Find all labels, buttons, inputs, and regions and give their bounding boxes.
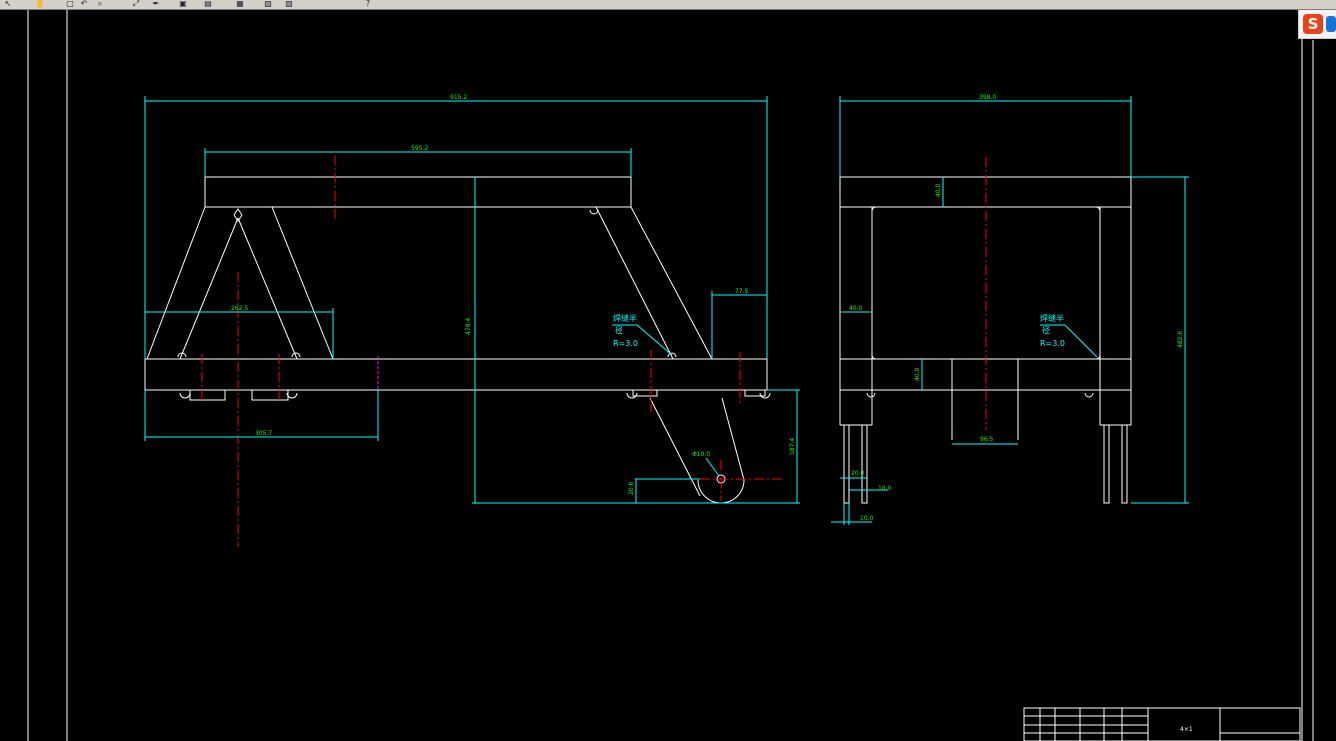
help-icon[interactable]: ? — [365, 0, 371, 8]
side-dim-center-block: 96.5 — [980, 436, 994, 443]
drawing-frame — [27, 10, 1314, 741]
sogou-logo-icon[interactable]: S — [1303, 14, 1323, 34]
side-dim-overall-width: 398.0 — [979, 94, 996, 101]
ime-toggle-icon[interactable] — [1326, 16, 1336, 32]
dim-bottom-left: 305.7 — [255, 430, 272, 437]
select-arrow-icon[interactable]: ↖ — [4, 0, 12, 8]
drawing-canvas[interactable]: 915.2 595.2 262.5 77.5 305.7 479.4 187.4… — [0, 10, 1336, 741]
title-block-label: 4×1 — [1180, 726, 1193, 733]
side-view: 398.0 40.0 40.0 40.0 96.5 482.6 20.0 10.… — [831, 94, 1189, 525]
front-view: 915.2 595.2 262.5 77.5 305.7 479.4 187.4… — [144, 94, 800, 547]
side-dim-total-height: 482.6 — [1177, 331, 1184, 348]
title-block — [1023, 707, 1301, 741]
dim-top-beam: 595.2 — [411, 145, 428, 152]
weld-note-line2: 径 — [615, 325, 623, 335]
side-dim-leg-thk: 10.0 — [860, 515, 874, 522]
zoom-realtime-icon[interactable]: ⌕ — [97, 0, 103, 8]
side-dim-top-beam-height: 40.0 — [935, 183, 942, 197]
toolbar: ↖ ✋ □ ↶ ⌕ ⤢ ✒ ▣ ▤ ▦ ▧ ▨? — [0, 0, 1336, 10]
side-dim-bottom-beam-height: 40.0 — [914, 367, 921, 381]
layer-previous-icon[interactable]: ▤ — [204, 0, 212, 8]
tool-palette-icon[interactable]: ▨ — [285, 0, 293, 8]
design-center-icon[interactable]: ▧ — [264, 0, 272, 8]
zoom-previous-icon[interactable]: ↶ — [80, 0, 88, 8]
dim-left-leg-span: 262.5 — [231, 305, 248, 312]
side-dim-leg-gap: 10.0 — [878, 485, 892, 492]
side-dim-leg-width: 20.0 — [851, 470, 865, 477]
match-properties-icon[interactable]: ✒ — [152, 0, 160, 8]
ime-status-bar[interactable]: S — [1298, 10, 1336, 39]
side-weld-note-line2: 径 — [1042, 325, 1050, 335]
dim-overall-width: 915.2 — [450, 94, 467, 101]
dim-pin-offset: 20.6 — [628, 481, 635, 495]
layer-icon[interactable]: ▣ — [179, 0, 187, 8]
zoom-extents-icon[interactable]: ⤢ — [132, 0, 140, 8]
dim-arm-height: 187.4 — [789, 438, 796, 455]
dim-height: 479.4 — [465, 318, 472, 335]
side-weld-note-radius: R=3.0 — [1040, 339, 1065, 348]
side-weld-note-line1: 焊缝半 — [1040, 313, 1064, 323]
pan-icon[interactable]: ✋ — [35, 0, 45, 8]
properties-icon[interactable]: ▦ — [236, 0, 244, 8]
dim-hole: Φ10.0 — [692, 451, 710, 458]
weld-note-line1: 焊缝半 — [613, 313, 637, 323]
weld-note-radius: R=3.0 — [613, 339, 638, 348]
side-dim-left-offset: 40.0 — [849, 305, 863, 312]
zoom-window-icon[interactable]: □ — [66, 0, 74, 8]
dim-right-offset: 77.5 — [735, 288, 749, 295]
